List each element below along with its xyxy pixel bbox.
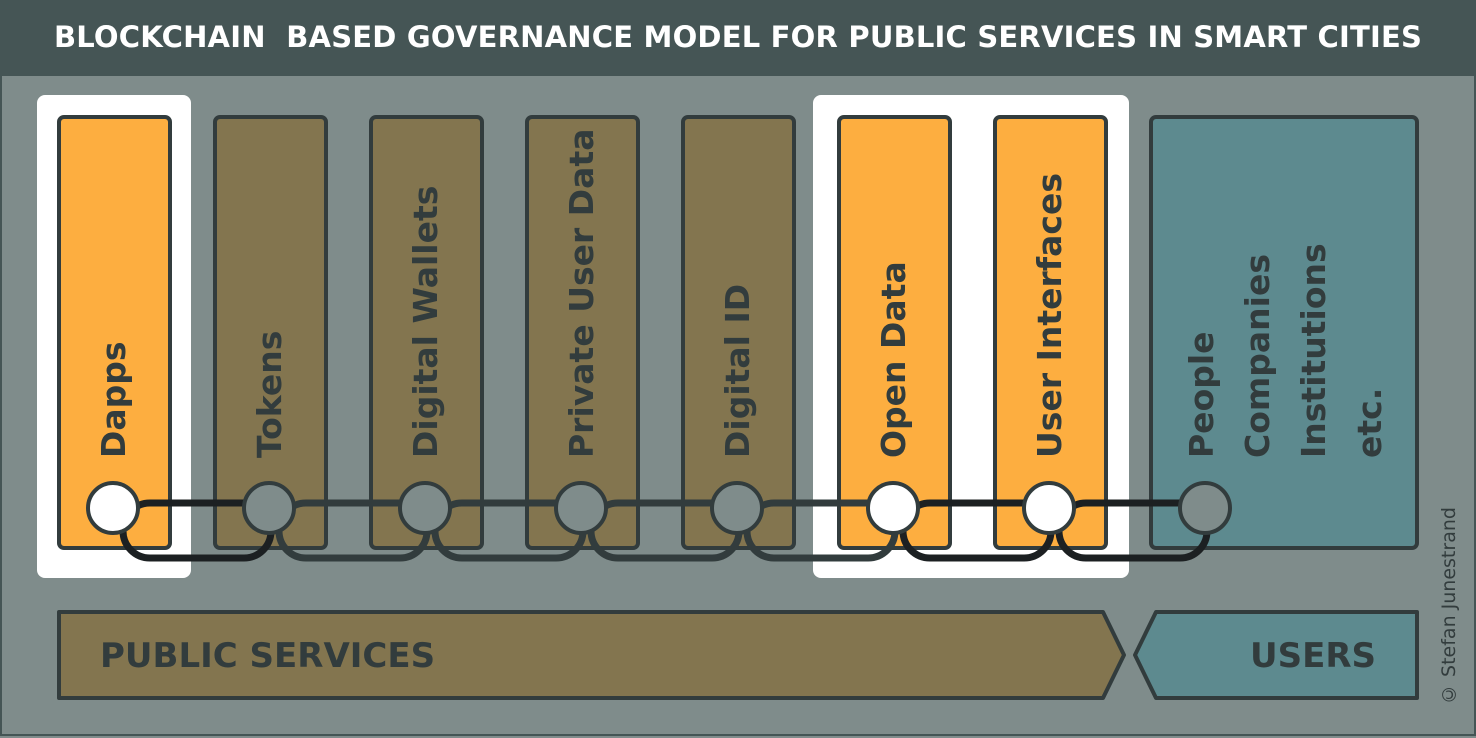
users-line: Companies — [1238, 254, 1277, 458]
chain-ring — [1022, 481, 1076, 535]
copyright: © Stefan Junestrand — [1438, 507, 1460, 705]
chain-ring — [1178, 481, 1232, 535]
column-tokens — [213, 115, 328, 550]
column-open-data — [837, 115, 952, 550]
users-line: People — [1182, 331, 1221, 458]
chain-ring — [554, 481, 608, 535]
frame — [0, 76, 1476, 736]
diagram-title: BLOCKCHAIN BASED GOVERNANCE MODEL FOR PU… — [53, 20, 1423, 54]
users-label: USERS — [1250, 636, 1376, 676]
public-services-label: PUBLIC SERVICES — [100, 636, 436, 676]
users-line: etc. — [1350, 387, 1389, 458]
column-digital-wallets — [369, 115, 484, 550]
column-users — [1149, 115, 1419, 550]
title-bar — [0, 0, 1476, 76]
users-line: Institutions — [1294, 243, 1333, 458]
label-digital-id: Digital ID — [718, 283, 757, 458]
column-dapps — [57, 115, 172, 550]
label-open-data: Open Data — [874, 261, 913, 458]
label-tokens: Tokens — [250, 330, 289, 458]
column-private-user-data — [525, 115, 640, 550]
chain-ring — [242, 481, 296, 535]
label-private-user-data: Private User Data — [562, 128, 601, 458]
column-digital-id — [681, 115, 796, 550]
label-users-list: People Companies Institutions etc. — [1174, 120, 1398, 458]
label-digital-wallets: Digital Wallets — [406, 185, 445, 458]
chain-ring — [398, 481, 452, 535]
users-arrow — [1133, 610, 1419, 700]
chain-ring — [710, 481, 764, 535]
label-dapps: Dapps — [94, 341, 133, 458]
chain-ring — [86, 481, 140, 535]
public-services-arrow — [57, 610, 1126, 700]
column-user-interfaces — [993, 115, 1108, 550]
label-user-interfaces: User Interfaces — [1030, 173, 1069, 458]
chain-ring — [866, 481, 920, 535]
